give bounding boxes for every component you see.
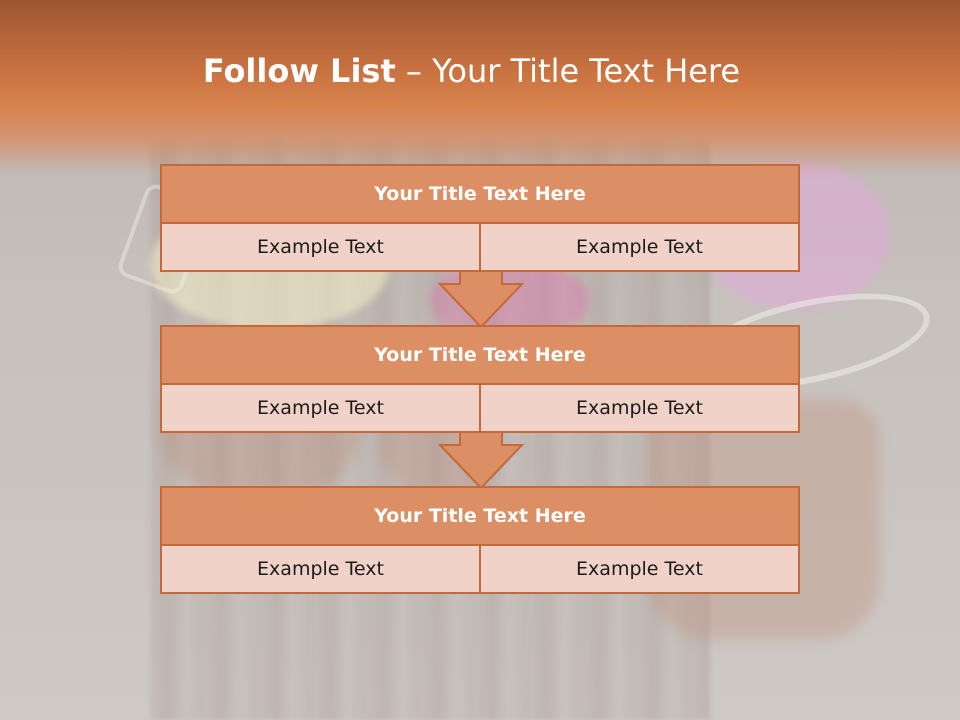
step-text-right: Example Text (479, 546, 798, 592)
down-arrow-icon (438, 270, 524, 328)
step-text-left: Example Text (162, 546, 479, 592)
slide-title-bold: Follow List (202, 52, 396, 90)
step-row: Example Text Example Text (162, 546, 798, 592)
step-text-right: Example Text (479, 385, 798, 431)
title-band (0, 0, 960, 175)
down-arrow-icon (438, 431, 524, 489)
step-title: Your Title Text Here (162, 327, 798, 385)
follow-step-3: Your Title Text Here Example Text Exampl… (160, 486, 800, 594)
step-text-left: Example Text (162, 385, 479, 431)
follow-step-2: Your Title Text Here Example Text Exampl… (160, 325, 800, 433)
step-row: Example Text Example Text (162, 224, 798, 270)
follow-step-1: Your Title Text Here Example Text Exampl… (160, 164, 800, 272)
step-title: Your Title Text Here (162, 488, 798, 546)
slide-title-rest: – Your Title Text Here (395, 52, 741, 90)
step-title: Your Title Text Here (162, 166, 798, 224)
step-row: Example Text Example Text (162, 385, 798, 431)
slide-title: Follow List – Your Title Text Here (0, 52, 943, 90)
step-text-right: Example Text (479, 224, 798, 270)
step-text-left: Example Text (162, 224, 479, 270)
